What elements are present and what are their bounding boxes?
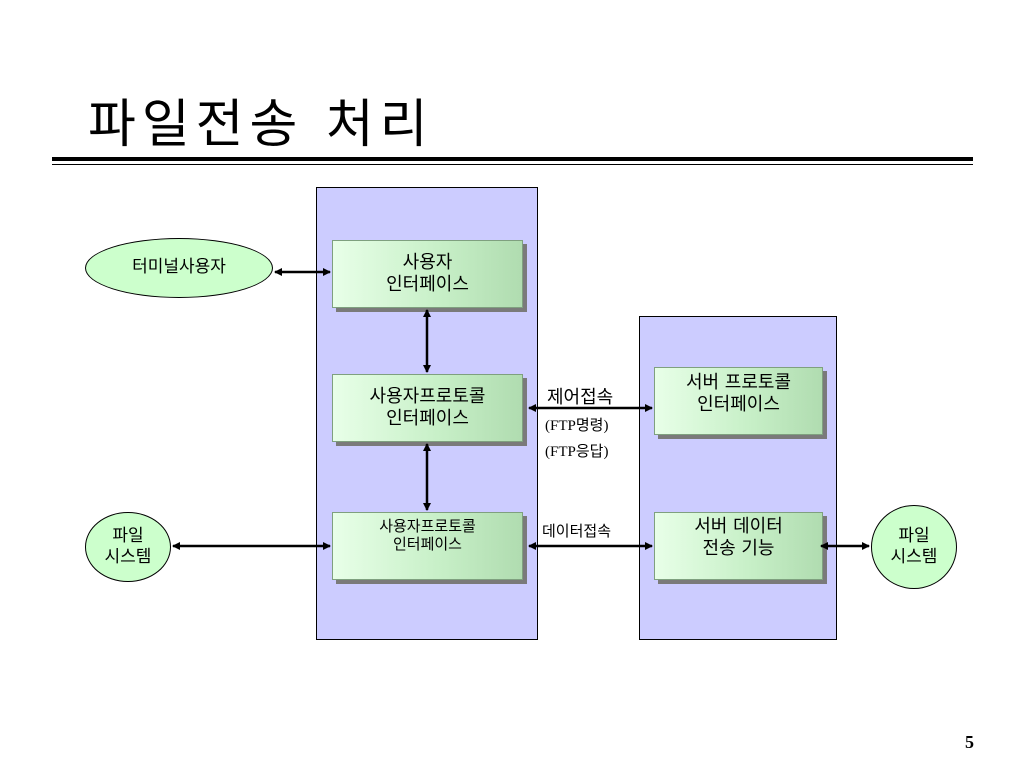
user-protocol-interface-data-line1: 사용자프로토콜 xyxy=(379,517,476,535)
ftp-reply-label: (FTP응답) xyxy=(545,444,609,460)
user-protocol-interface-line2: 인터페이스 xyxy=(386,408,469,429)
server-data-transfer-line2: 전송 기능 xyxy=(702,537,775,559)
user-protocol-interface-data-line2: 인터페이스 xyxy=(392,535,462,553)
file-system-left-ellipse: 파일 시스템 xyxy=(85,512,171,582)
user-protocol-interface-data-box: 사용자프로토콜 인터페이스 xyxy=(332,512,523,580)
server-data-transfer-line1: 서버 데이터 xyxy=(694,516,783,537)
user-interface-line2: 인터페이스 xyxy=(386,274,469,295)
ftp-command-label: (FTP명령) xyxy=(545,418,609,434)
user-protocol-interface-box: 사용자프로토콜 인터페이스 xyxy=(332,374,523,442)
server-protocol-interface-line2: 인터페이스 xyxy=(697,393,780,415)
slide-title: 파일전송 처리 xyxy=(88,95,434,155)
user-protocol-interface-line1: 사용자프로토콜 xyxy=(369,386,486,408)
file-system-right-line2: 시스템 xyxy=(890,547,938,567)
terminal-user-label: 터미널사용자 xyxy=(132,257,226,278)
user-interface-line1: 사용자 xyxy=(402,252,453,274)
page-number: 5 xyxy=(965,732,974,752)
file-system-left-line2: 시스템 xyxy=(104,547,152,567)
file-system-right-ellipse: 파일 시스템 xyxy=(871,505,957,589)
server-protocol-interface-line1: 서버 프로토콜 xyxy=(685,372,792,393)
server-data-transfer-box: 서버 데이터 전송 기능 xyxy=(654,512,823,580)
terminal-user-ellipse: 터미널사용자 xyxy=(85,238,273,298)
data-connection-label: 데이터접속 xyxy=(542,522,612,540)
control-connection-label: 제어접속 xyxy=(547,387,614,408)
file-system-right-line1: 파일 xyxy=(898,525,930,546)
file-system-left-line1: 파일 xyxy=(112,525,144,546)
title-rule-thin xyxy=(52,164,973,165)
user-interface-box: 사용자 인터페이스 xyxy=(332,240,523,308)
server-protocol-interface-box: 서버 프로토콜 인터페이스 xyxy=(654,367,823,435)
title-rule-thick xyxy=(52,157,973,161)
